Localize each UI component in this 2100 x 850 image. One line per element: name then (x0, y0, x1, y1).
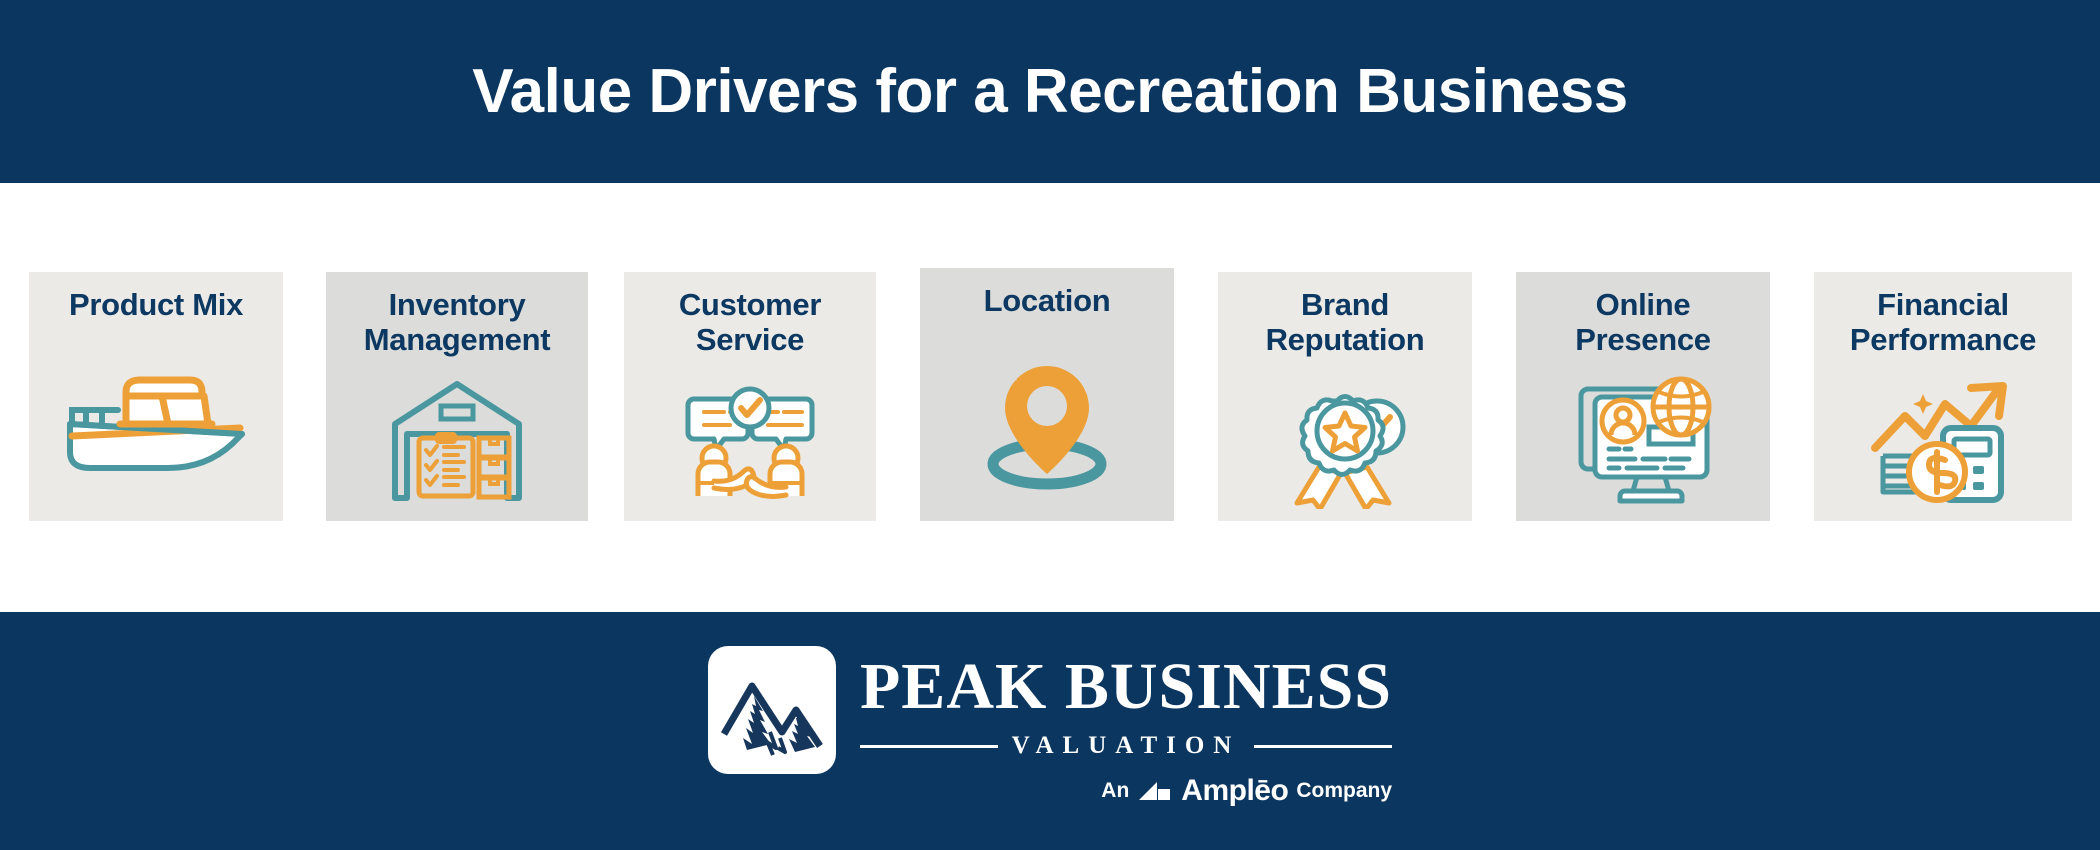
brand-subtitle: VALUATION (1011, 732, 1241, 759)
card-product-mix[interactable]: Product Mix (29, 272, 283, 521)
rule-right (1254, 744, 1393, 748)
label-line: Inventory (388, 287, 526, 322)
warehouse-inventory-icon (326, 357, 588, 521)
card-label-financial-performance: Financial Performance (1849, 287, 2037, 357)
ampleo-tagline: An Amplēo Company (860, 774, 1392, 808)
growth-calculator-icon (1814, 357, 2072, 521)
card-online-presence[interactable]: Online Presence (1516, 272, 1770, 521)
footer-banner: PEAK BUSINESS VALUATION An Amplēo (0, 612, 2100, 850)
label-line: Reputation (1265, 321, 1425, 357)
boat-icon (29, 323, 283, 521)
card-customer-service[interactable]: Customer Service (624, 272, 876, 521)
label-line: Online (1595, 287, 1691, 322)
tagline-suffix: Company (1296, 779, 1393, 802)
card-label-customer-service: Customer Service (678, 287, 822, 357)
label-line: Financial (1877, 287, 2009, 322)
customer-service-icon (624, 357, 876, 521)
brand-subtitle-row: VALUATION (859, 732, 1393, 760)
award-ribbon-icon (1218, 357, 1472, 521)
card-label-location: Location (983, 283, 1111, 319)
ampleo-mark-icon (1137, 778, 1173, 804)
page-title: Value Drivers for a Recreation Business (472, 57, 1628, 126)
peak-mountain-logo-icon (707, 646, 836, 774)
logo-text-block: PEAK BUSINESS VALUATION An Amplēo (859, 646, 1393, 808)
card-brand-reputation[interactable]: Brand Reputation (1218, 272, 1472, 521)
label-line: Performance (1849, 321, 2037, 357)
peak-business-valuation-logo[interactable]: PEAK BUSINESS VALUATION An Amplēo (707, 646, 1393, 808)
label-line: Service (695, 321, 805, 357)
card-label-online-presence: Online Presence (1575, 287, 1711, 357)
card-location[interactable]: Location (920, 268, 1174, 521)
location-pin-icon (920, 319, 1174, 521)
brand-name: PEAK BUSINESS (859, 650, 1393, 723)
label-line: Presence (1575, 321, 1711, 357)
rule-left (859, 744, 998, 748)
label-line: Customer (678, 287, 822, 322)
tagline-prefix: An (1101, 779, 1130, 802)
monitor-globe-icon (1516, 357, 1770, 521)
card-inventory-management[interactable]: Inventory Management (326, 272, 588, 521)
label-line: Product Mix (68, 287, 244, 322)
header-banner: Value Drivers for a Recreation Business (0, 0, 2100, 183)
label-line: Management (363, 321, 551, 357)
card-label-product-mix: Product Mix (68, 287, 244, 323)
card-label-inventory-management: Inventory Management (363, 287, 551, 357)
label-line: Brand (1300, 287, 1390, 322)
tagline-brand: Amplēo (1181, 774, 1289, 807)
label-line: Location (983, 283, 1111, 318)
card-financial-performance[interactable]: Financial Performance (1814, 272, 2072, 521)
value-drivers-row: Product Mix (0, 183, 2100, 612)
card-label-brand-reputation: Brand Reputation (1265, 287, 1425, 357)
